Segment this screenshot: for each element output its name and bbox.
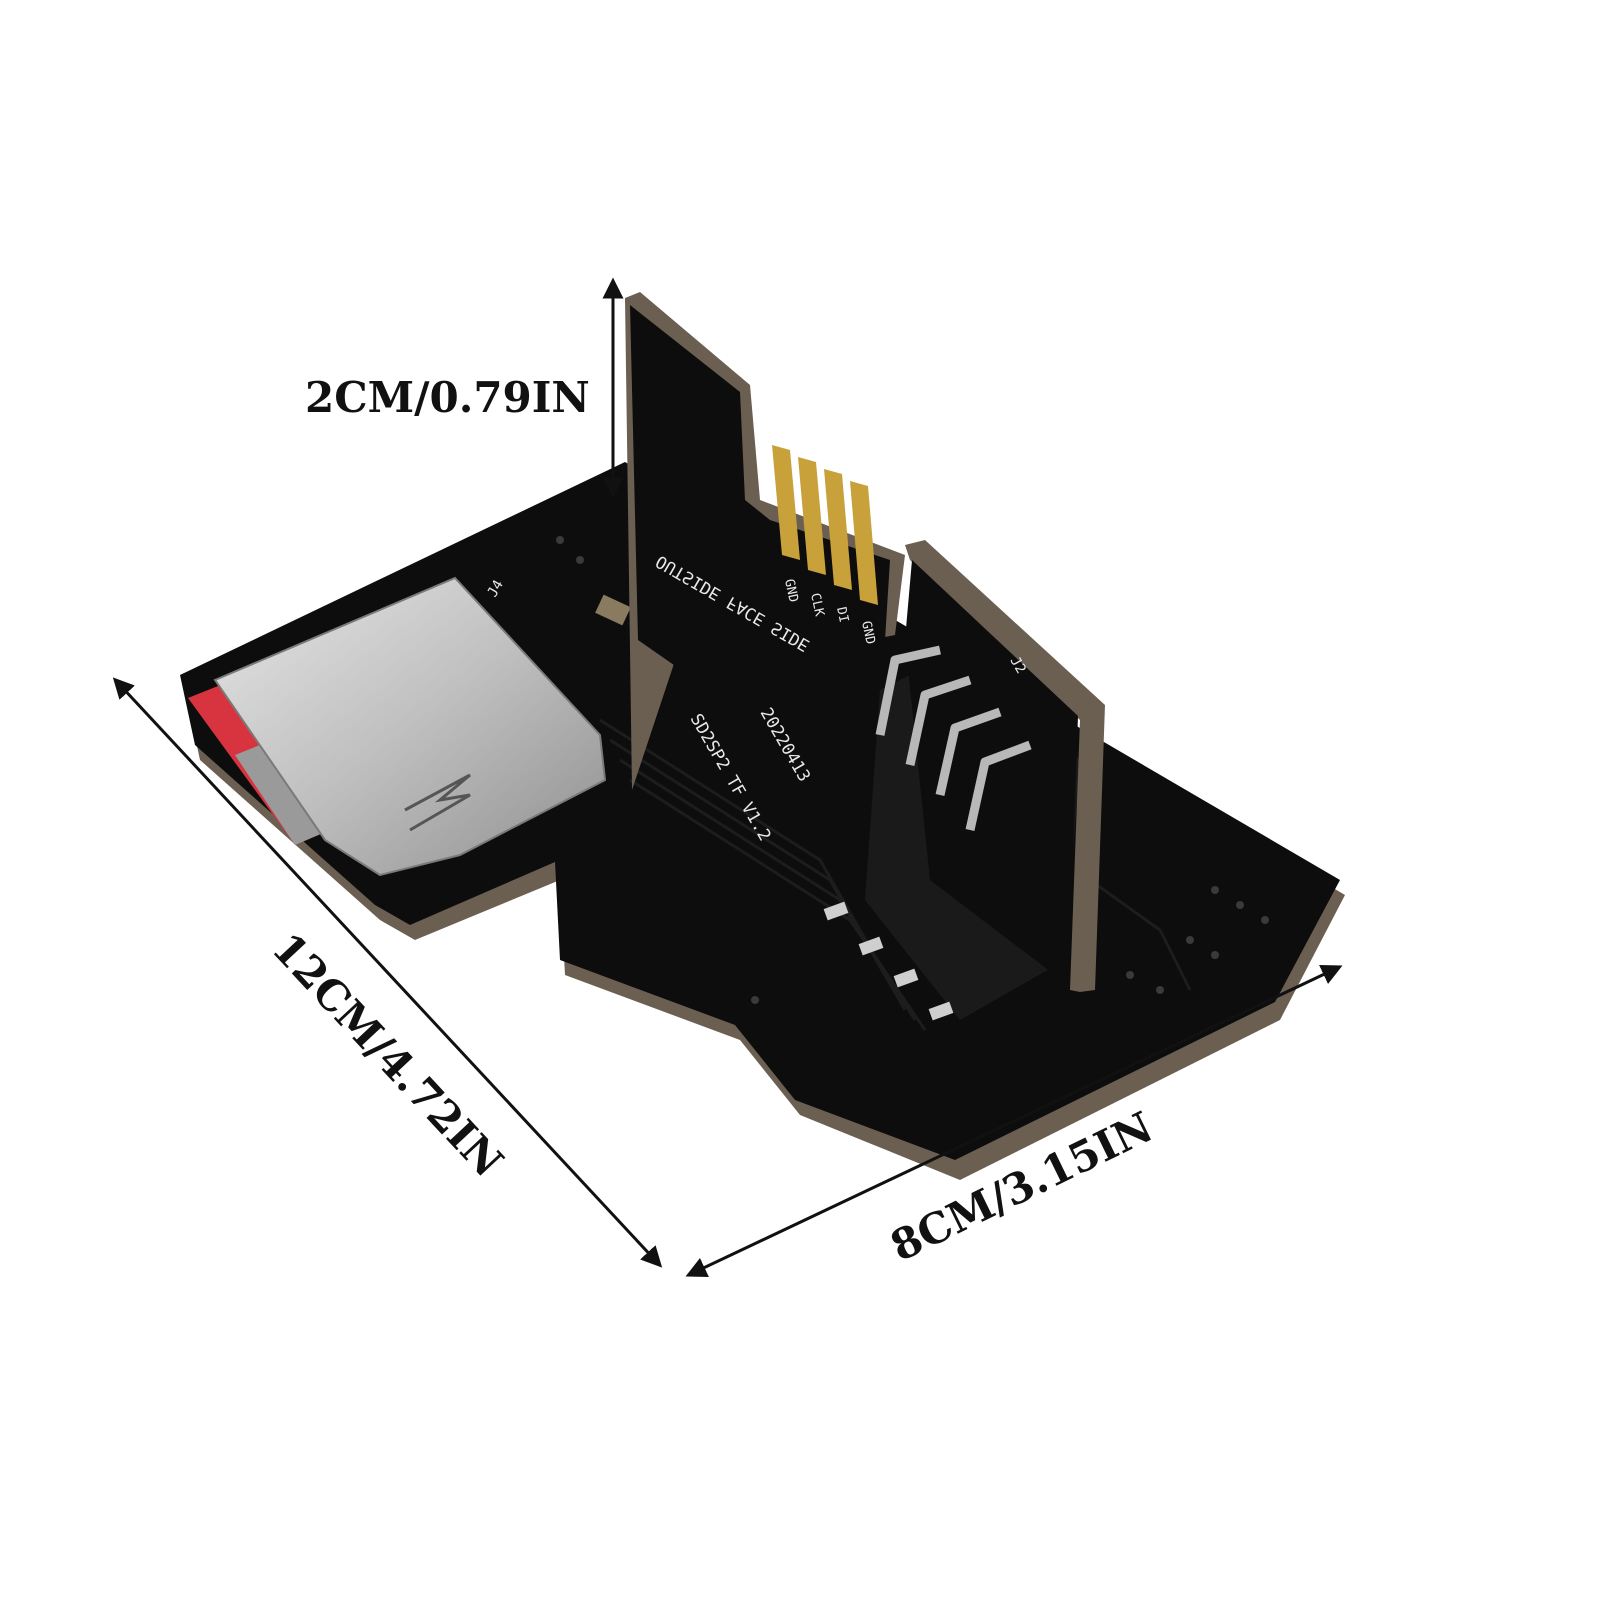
pin-label-di: DI <box>833 606 851 624</box>
pin-header: J2 <box>823 540 1105 1021</box>
solder-pad <box>823 901 849 921</box>
length-label: 12CM/4.72IN <box>263 923 513 1186</box>
j2-connector-face <box>905 560 1078 985</box>
ref-label-j2: J2 <box>1007 654 1029 677</box>
gold-fingers <box>772 445 878 605</box>
gold-pad <box>772 445 800 560</box>
header-pin <box>935 707 1002 796</box>
riser-card: GND CLK DI GND OUTSIDE FACE SIDE <box>625 292 905 790</box>
ref-label-j4: J4 <box>485 577 507 600</box>
header-pins <box>875 645 1032 831</box>
gold-pad <box>824 469 852 590</box>
dimension-height: 2CM/0.79IN <box>305 277 624 499</box>
smd-capacitor <box>595 594 631 626</box>
gold-pad <box>798 457 826 575</box>
dimension-arrow-length <box>112 677 663 1268</box>
solder-pad <box>858 936 884 956</box>
riser-card-face <box>630 305 890 790</box>
header-pin <box>875 645 941 736</box>
header-pin <box>905 675 972 766</box>
dimension-arrow-width <box>685 965 1343 1277</box>
pin-label-gnd-2: GND <box>858 620 878 646</box>
pin-label-gnd-1: GND <box>781 578 801 604</box>
pin-label-clk: CLK <box>807 592 827 618</box>
height-label: 2CM/0.79IN <box>305 373 590 422</box>
header-pin <box>965 740 1032 831</box>
j2-connector-board <box>905 540 1105 992</box>
gold-pad <box>850 481 878 605</box>
